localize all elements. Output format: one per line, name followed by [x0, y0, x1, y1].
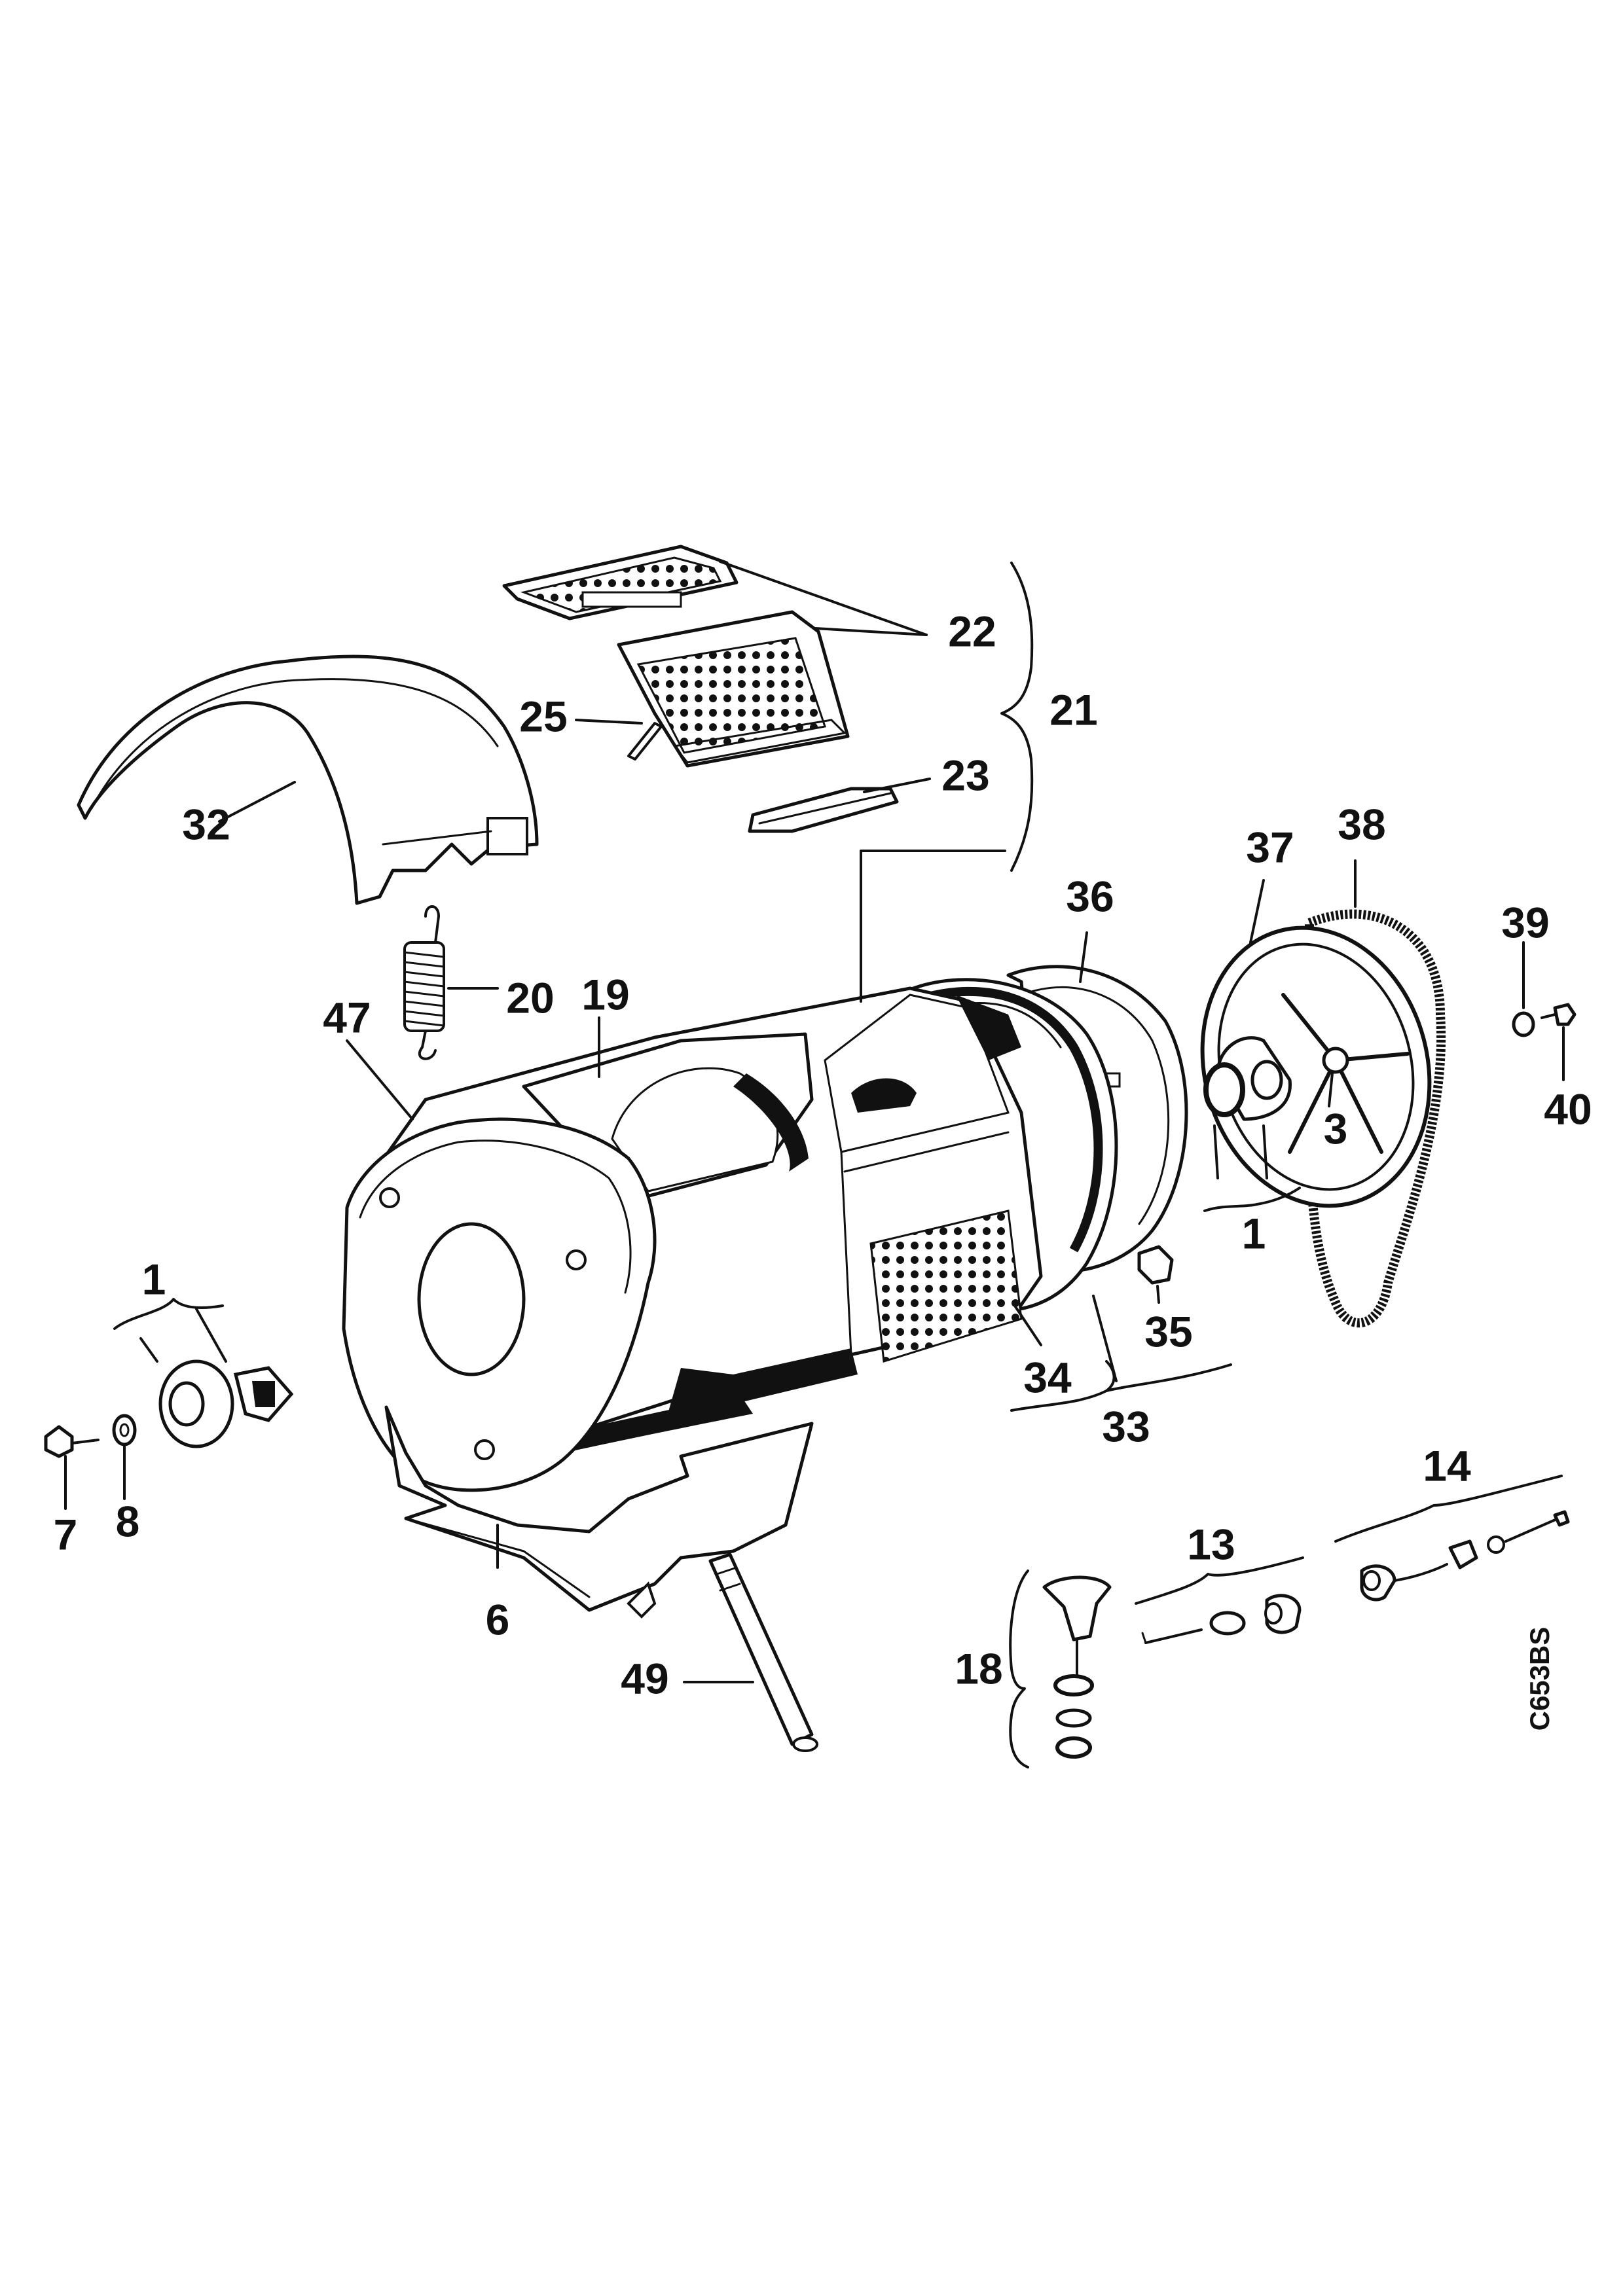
part-40-screw	[1541, 1003, 1577, 1026]
diagram-code: C653BS	[1524, 1627, 1555, 1731]
label-6: 6	[486, 1595, 510, 1643]
part-14-mount-set	[1360, 1510, 1570, 1602]
label-22: 22	[948, 607, 996, 655]
label-33: 33	[1102, 1402, 1150, 1450]
part-13-fixing-set	[1141, 1594, 1302, 1644]
label-21: 21	[1049, 685, 1097, 734]
label-8: 8	[116, 1497, 140, 1545]
label-39: 39	[1501, 898, 1549, 946]
part-1-bearing-flange-right	[1203, 1036, 1292, 1121]
label-14: 14	[1423, 1441, 1471, 1490]
label-18: 18	[955, 1644, 1002, 1693]
label-1-right: 1	[1242, 1209, 1266, 1257]
label-34: 34	[1023, 1353, 1072, 1401]
part-32-upper-shell	[77, 655, 539, 905]
part-35-nut	[1137, 1245, 1174, 1285]
part-25-screw	[627, 722, 663, 761]
part-6-base-tray	[384, 1405, 814, 1619]
part-22-panel-lower	[617, 610, 850, 768]
label-23: 23	[941, 751, 989, 799]
label-37: 37	[1246, 823, 1294, 871]
part-7-bolt	[44, 1425, 100, 1458]
label-40: 40	[1544, 1085, 1592, 1133]
part-23-paddle	[748, 787, 899, 833]
part-49-shock-absorber	[708, 1552, 818, 1752]
label-49: 49	[621, 1654, 668, 1702]
label-25: 25	[519, 692, 567, 740]
part-18-foot	[1042, 1575, 1112, 1759]
label-20: 20	[506, 973, 554, 1022]
label-35: 35	[1144, 1307, 1192, 1355]
part-22-panel-upper	[502, 545, 739, 620]
callout-labels: 22 21 25 23 32 37 38 36 39 20 19 47 40 3…	[54, 607, 1592, 1731]
leader-lines	[64, 560, 1565, 1768]
label-32: 32	[182, 800, 230, 848]
part-1-bearing-flange-left	[158, 1359, 294, 1448]
label-7: 7	[54, 1510, 78, 1558]
part-47-front-panel	[342, 1117, 657, 1492]
label-47: 47	[323, 993, 371, 1041]
label-13: 13	[1187, 1520, 1235, 1568]
part-8-washer	[112, 1414, 137, 1446]
label-1-left: 1	[142, 1255, 166, 1303]
label-3: 3	[1324, 1104, 1348, 1153]
part-20-spring	[403, 905, 445, 1060]
label-19: 19	[581, 970, 629, 1018]
part-39-washer	[1512, 1011, 1535, 1037]
label-38: 38	[1338, 800, 1385, 848]
label-36: 36	[1066, 872, 1114, 920]
part-38-belt	[1305, 909, 1446, 1328]
